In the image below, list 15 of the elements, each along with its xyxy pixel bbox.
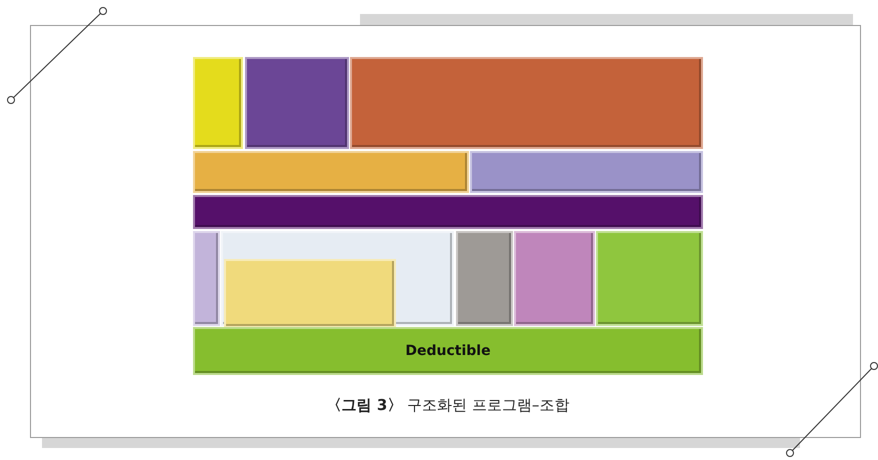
block xyxy=(193,57,243,149)
block xyxy=(224,259,396,328)
block xyxy=(456,231,513,326)
block xyxy=(193,231,220,326)
block xyxy=(193,195,703,229)
block xyxy=(193,151,469,193)
block xyxy=(596,231,703,326)
block xyxy=(470,151,703,193)
block xyxy=(350,57,703,149)
block xyxy=(221,231,454,326)
block xyxy=(514,231,595,326)
bar-label: Deductible xyxy=(405,343,491,359)
block xyxy=(245,57,349,149)
figure-caption: 〈그림 3〉 구조화된 프로그램–조합 xyxy=(326,396,570,415)
label-bar xyxy=(193,327,703,375)
